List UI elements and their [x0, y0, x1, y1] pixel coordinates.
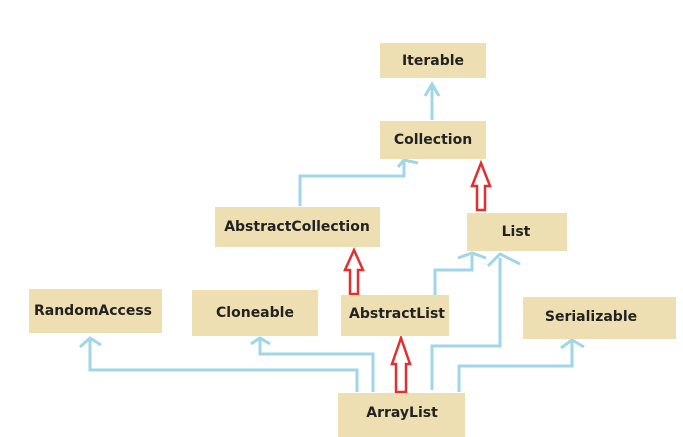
edge-arraylist-to-cloneable [250, 336, 375, 392]
node-abstract-collection-label: AbstractCollection [224, 219, 370, 235]
node-serializable-label: Serializable [545, 309, 637, 325]
edge-arraylist-to-abstractlist [390, 334, 412, 394]
node-cloneable: Cloneable [192, 290, 318, 336]
node-abstract-list-label: AbstractList [349, 306, 445, 322]
node-abstract-collection: AbstractCollection [215, 207, 380, 247]
node-list-label: List [502, 224, 531, 240]
edge-abstractlist-to-abstractcollection [343, 246, 365, 296]
node-iterable: Iterable [380, 43, 486, 78]
node-iterable-label: Iterable [402, 53, 464, 69]
edge-abstractlist-to-list [433, 251, 487, 295]
edge-list-to-collection [470, 159, 492, 212]
node-collection: Collection [380, 121, 486, 159]
edge-collection-to-iterable [423, 81, 441, 120]
node-array-list-label: ArrayList [366, 405, 438, 421]
node-random-access: RandomAccess [29, 289, 162, 333]
node-array-list: ArrayList [338, 393, 465, 437]
node-cloneable-label: Cloneable [216, 305, 294, 321]
edge-arraylist-to-serializable [457, 338, 585, 392]
edge-arraylist-to-randomaccess [78, 336, 359, 392]
node-collection-label: Collection [394, 132, 472, 148]
node-list: List [467, 213, 567, 251]
node-abstract-list: AbstractList [341, 295, 449, 336]
node-serializable: Serializable [523, 297, 676, 339]
edge-arraylist-to-list [430, 252, 521, 390]
node-random-access-label: RandomAccess [34, 303, 152, 319]
edge-abstractcollection-to-collection [298, 158, 419, 206]
